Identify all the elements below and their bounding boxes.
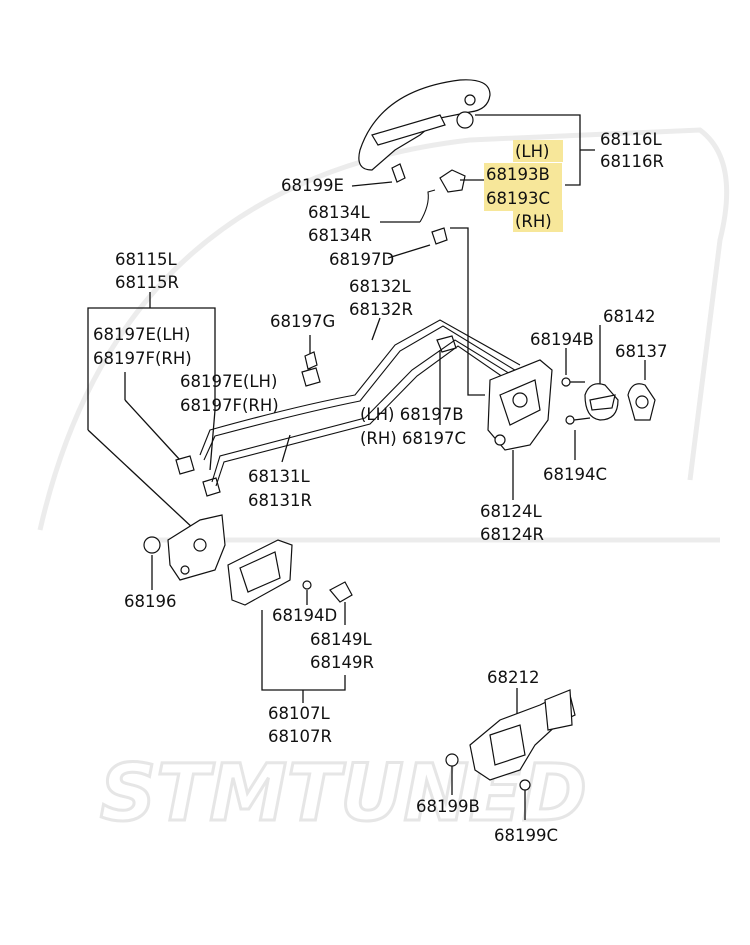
small-parts [175, 189, 457, 497]
label-68132R: 68132R [349, 300, 413, 319]
label-68115R: 68115R [115, 273, 179, 292]
label-68134L: 68134L [308, 203, 370, 222]
label-68132L: 68132L [349, 277, 411, 296]
label-68197E-lh: 68197E(LH) [93, 325, 190, 344]
cables [199, 319, 521, 487]
label-68194B: 68194B [530, 330, 594, 349]
inside-handle-part [143, 514, 353, 606]
label-68197B: (LH) 68197B [360, 405, 464, 424]
part-labels: 68116L 68116R (LH) 68193B 68193C (RH) 68… [93, 130, 668, 845]
label-68149L: 68149L [310, 630, 372, 649]
label-68124R: 68124R [480, 525, 544, 544]
label-68197D: 68197D [329, 250, 394, 269]
highlight-rh [513, 210, 563, 232]
label-68107L: 68107L [268, 704, 330, 723]
label-68197F-rh: 68197F(RH) [93, 349, 192, 368]
highlight-68193 [484, 163, 562, 211]
label-68193C: 68193C [486, 189, 550, 208]
label-68116R: 68116R [600, 152, 664, 171]
label-68107R: 68107R [268, 727, 332, 746]
label-68197C: (RH) 68197C [360, 429, 466, 448]
label-68197F-rh-2: 68197F(RH) [180, 396, 279, 415]
door-lock-actuator-part [487, 359, 553, 451]
highlight-lh [513, 140, 563, 162]
label-68131L: 68131L [248, 467, 310, 486]
label-68124L: 68124L [480, 502, 542, 521]
highlight-group [484, 140, 563, 232]
label-68116L: 68116L [600, 130, 662, 149]
watermark: STMTUNED [37, 127, 730, 841]
label-rh-top: (RH) [515, 212, 552, 231]
label-68131R: 68131R [248, 491, 312, 510]
label-lh-top: (LH) [515, 142, 549, 161]
label-68197E-lh-2: 68197E(LH) [180, 372, 277, 391]
door-checker-part [445, 689, 576, 791]
label-68212: 68212 [487, 668, 540, 687]
label-68149R: 68149R [310, 653, 374, 672]
label-68115L: 68115L [115, 250, 177, 269]
label-68194C: 68194C [543, 465, 607, 484]
label-68199C: 68199C [494, 826, 558, 845]
label-68199B: 68199B [416, 797, 480, 816]
label-68134R: 68134R [308, 226, 372, 245]
outside-handle-part [358, 79, 491, 193]
label-68197G: 68197G [270, 312, 335, 331]
leader-lines [87, 114, 646, 820]
striker-part [561, 377, 656, 425]
label-68142: 68142 [603, 307, 656, 326]
label-68193B: 68193B [486, 165, 550, 184]
label-68196: 68196 [124, 592, 177, 611]
label-68194D: 68194D [272, 606, 337, 625]
label-68199E: 68199E [281, 176, 344, 195]
label-68137: 68137 [615, 342, 668, 361]
